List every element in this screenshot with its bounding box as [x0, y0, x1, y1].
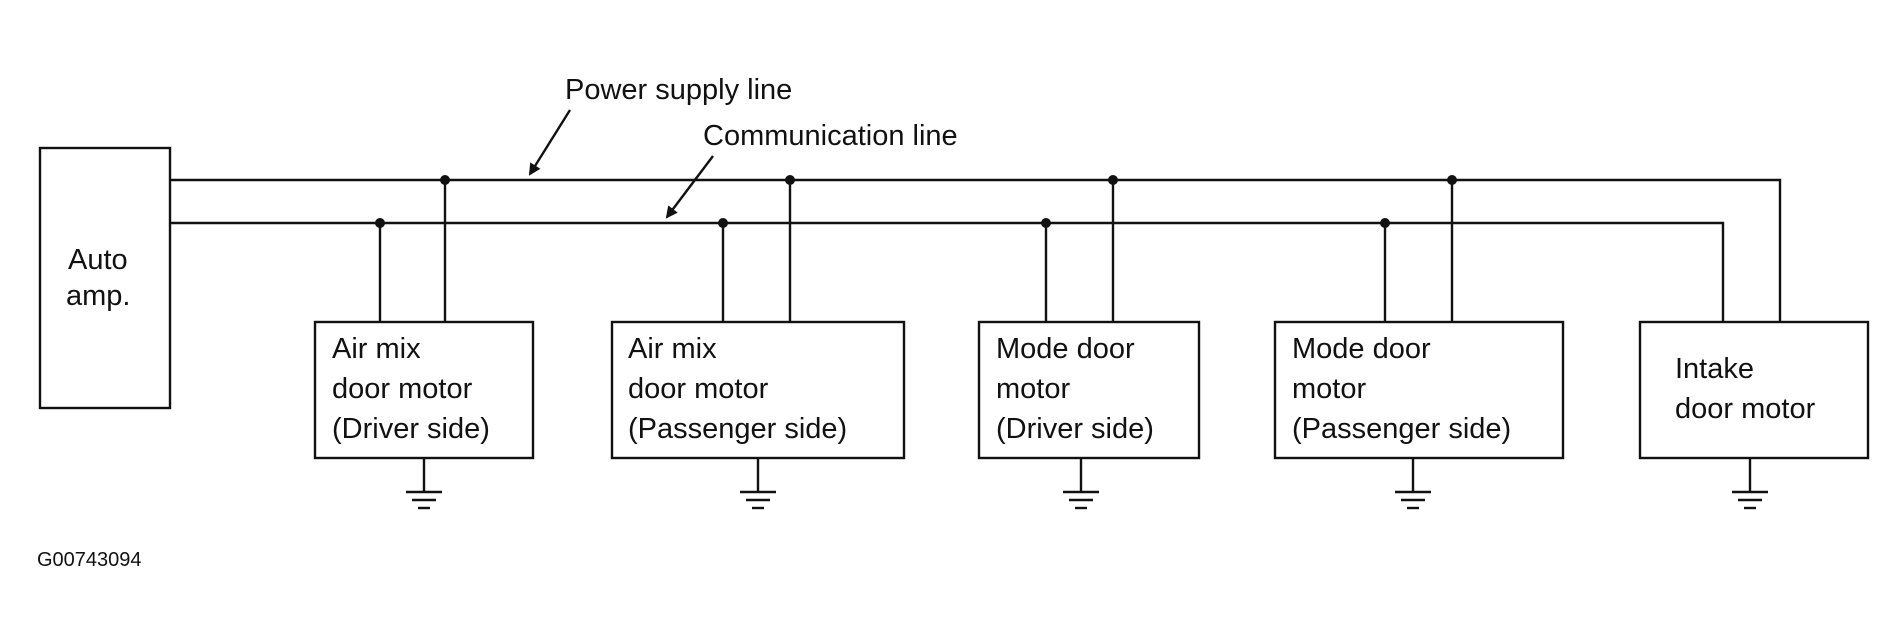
junction-dot	[1041, 218, 1051, 228]
motor-label-line: Mode door	[996, 333, 1135, 365]
auto-amp-box	[38, 146, 172, 410]
junction-dot	[1108, 175, 1118, 185]
communication-line-label: Communication line	[703, 120, 958, 152]
motor-label-line: door motor	[628, 373, 769, 405]
junction-dot	[718, 218, 728, 228]
motor-label-line: motor	[996, 373, 1070, 405]
motor-box	[313, 320, 535, 460]
motor-label-line: (Passenger side)	[628, 413, 847, 445]
junction-dot	[1380, 218, 1390, 228]
figure-code: G00743094	[37, 549, 142, 571]
motor-label-line: Mode door	[1292, 333, 1431, 365]
auto-amp-label-line-1: Auto	[68, 244, 128, 276]
motor-label-line: Air mix	[628, 333, 717, 365]
power-supply-line	[170, 178, 1782, 322]
motor-intake: Intake door motor	[1638, 320, 1870, 460]
motor-label-line: (Driver side)	[996, 413, 1154, 445]
junction-dot	[1447, 175, 1457, 185]
motor-mode-passenger: Mode door motor (Passenger side)	[1273, 320, 1565, 460]
communication-line	[170, 221, 1725, 322]
motor-air-mix-driver: Air mix door motor (Driver side)	[313, 320, 535, 460]
motor-air-mix-passenger: Air mix door motor (Passenger side)	[610, 320, 906, 460]
motor-box	[1273, 320, 1565, 460]
motor-label-line: door motor	[332, 373, 473, 405]
junction-dot	[375, 218, 385, 228]
motor-label-line: Air mix	[332, 333, 421, 365]
ground-mode-passenger	[1395, 458, 1431, 510]
motor-mode-driver: Mode door motor (Driver side)	[977, 320, 1201, 460]
motor-drops	[378, 180, 1454, 322]
motor-box	[977, 320, 1201, 460]
ground-intake	[1732, 458, 1768, 510]
ground-mode-driver	[1063, 458, 1099, 510]
motor-label-line: (Passenger side)	[1292, 413, 1511, 445]
motor-box	[610, 320, 906, 460]
motor-label-line: door motor	[1675, 393, 1816, 425]
ground-air-mix-driver	[406, 458, 442, 510]
motor-label-line: (Driver side)	[332, 413, 490, 445]
junction-dot	[440, 175, 450, 185]
junction-dot	[785, 175, 795, 185]
auto-amp-label-line-2: amp.	[66, 280, 130, 312]
motor-box	[1638, 320, 1870, 460]
motor-label-line: motor	[1292, 373, 1366, 405]
power-supply-line-arrow	[528, 109, 572, 176]
power-supply-line-label: Power supply line	[565, 74, 792, 106]
motor-label-line: Intake	[1675, 353, 1754, 385]
auto-amp-unit: Auto amp.	[38, 146, 172, 410]
junction-dots	[375, 175, 1457, 228]
ground-air-mix-passenger	[740, 458, 776, 510]
communication-line-arrow	[665, 155, 714, 219]
